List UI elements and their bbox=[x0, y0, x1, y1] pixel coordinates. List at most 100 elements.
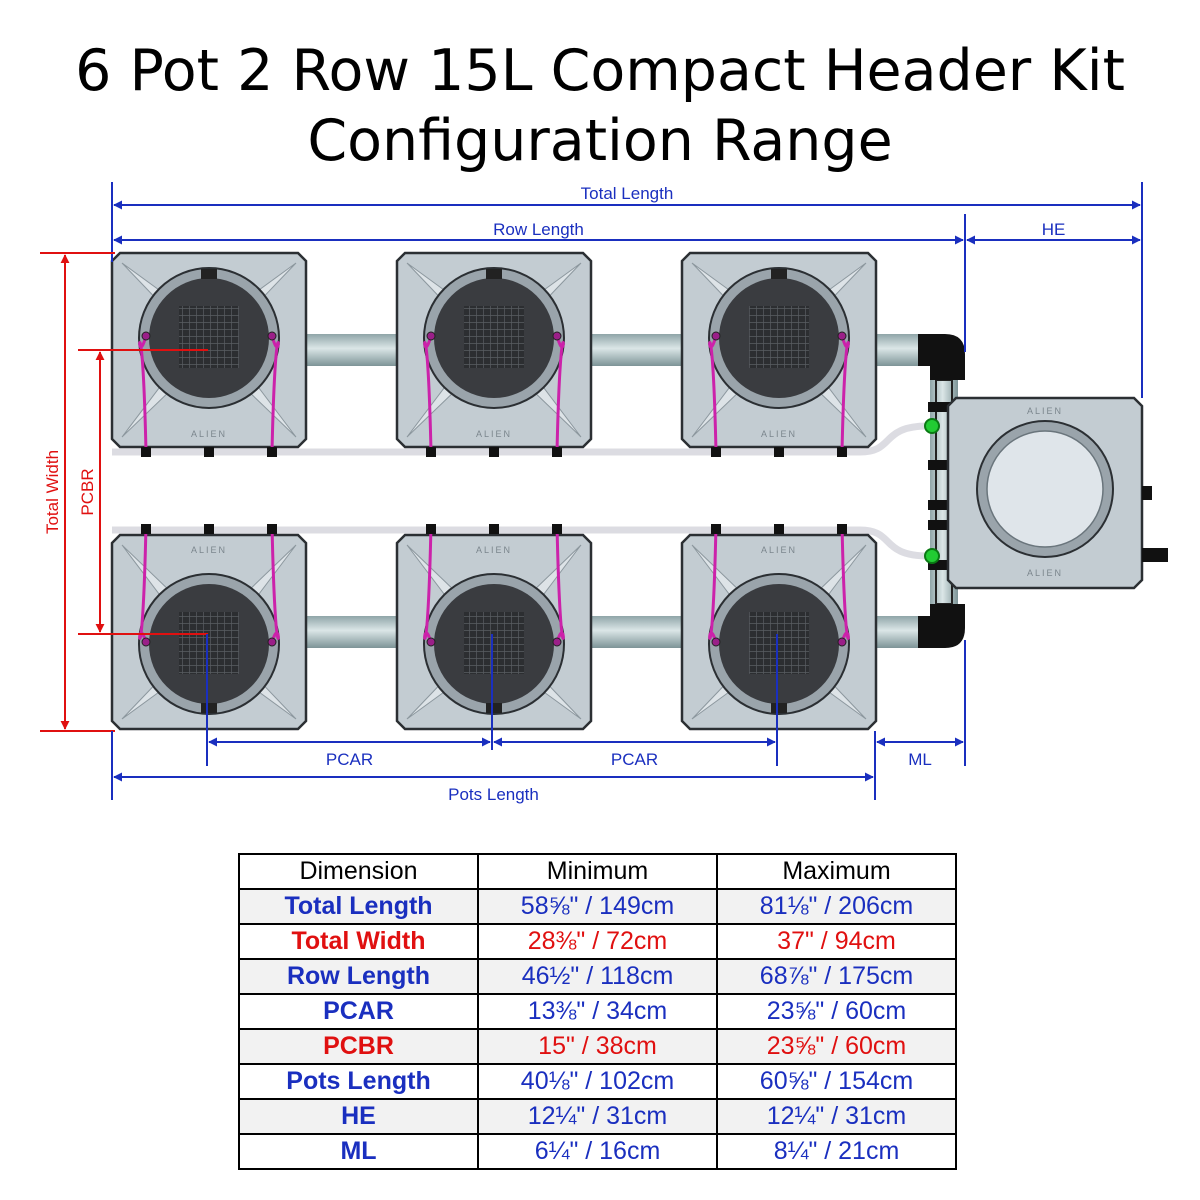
table-header-row: Dimension Minimum Maximum bbox=[238, 853, 957, 890]
pot-lug bbox=[486, 703, 502, 713]
tube-port bbox=[552, 637, 562, 647]
cell-maximum: 8¼" / 21cm bbox=[716, 1133, 957, 1170]
pot-mesh bbox=[179, 612, 239, 674]
cell-dimension: ML bbox=[238, 1133, 479, 1170]
tube-port bbox=[141, 637, 151, 647]
manifold-fitting bbox=[928, 560, 960, 570]
hose-connector bbox=[552, 524, 562, 534]
cell-maximum: 68⅞" / 175cm bbox=[716, 958, 957, 995]
reservoir-outlet bbox=[1142, 486, 1152, 500]
pot-mesh bbox=[179, 306, 239, 368]
cell-dimension: Total Width bbox=[238, 923, 479, 960]
manifold-fitting bbox=[928, 402, 960, 412]
tube-port bbox=[426, 637, 436, 647]
drip-tube bbox=[840, 524, 850, 643]
tube-port bbox=[141, 331, 151, 341]
drip-tube bbox=[423, 335, 433, 453]
header-dimension: Dimension bbox=[238, 853, 479, 890]
tube-port bbox=[711, 331, 721, 341]
cell-minimum: 13⅜" / 34cm bbox=[477, 993, 718, 1030]
pot-mesh bbox=[464, 306, 524, 368]
cell-maximum: 23⅝" / 60cm bbox=[716, 1028, 957, 1065]
manifold-fitting bbox=[928, 520, 960, 530]
pot-lug bbox=[201, 269, 217, 279]
cell-maximum: 81⅛" / 206cm bbox=[716, 888, 957, 925]
pot-1: ALIEN bbox=[110, 251, 308, 457]
dimension-label: PCAR bbox=[326, 750, 373, 769]
pot-brand: ALIEN bbox=[476, 429, 512, 439]
drip-tube bbox=[555, 524, 565, 643]
drip-tube bbox=[708, 335, 718, 453]
hose-connector bbox=[837, 524, 847, 534]
tube-port bbox=[267, 331, 277, 341]
hose-connector bbox=[141, 524, 151, 534]
dimension-label: Row Length bbox=[493, 220, 584, 239]
cell-maximum: 60⅝" / 154cm bbox=[716, 1063, 957, 1100]
pot-lug bbox=[771, 269, 787, 279]
hose-connector bbox=[426, 447, 436, 457]
tube-port bbox=[552, 331, 562, 341]
manifold-fitting bbox=[928, 460, 960, 470]
cell-maximum: 12¼" / 31cm bbox=[716, 1098, 957, 1135]
cell-maximum: 37" / 94cm bbox=[716, 923, 957, 960]
title-line-2: Configuration Range bbox=[307, 108, 893, 174]
header-maximum: Maximum bbox=[716, 853, 957, 890]
hose-connector bbox=[552, 447, 562, 457]
tube-port bbox=[837, 331, 847, 341]
drip-tube bbox=[138, 335, 148, 453]
reservoir-outlet bbox=[1142, 548, 1168, 562]
elbow-bottom bbox=[918, 604, 965, 648]
tube-port bbox=[267, 637, 277, 647]
pot-lug bbox=[486, 269, 502, 279]
hose-connector bbox=[267, 524, 277, 534]
drip-tube bbox=[840, 335, 850, 453]
cell-minimum: 58⅝" / 149cm bbox=[477, 888, 718, 925]
dimension-label: PCAR bbox=[611, 750, 658, 769]
drip-tube bbox=[555, 335, 565, 453]
cell-minimum: 15" / 38cm bbox=[477, 1028, 718, 1065]
title-line-1: 6 Pot 2 Row 15L Compact Header Kit bbox=[75, 38, 1125, 104]
hose-connector bbox=[426, 524, 436, 534]
elbow-top bbox=[918, 334, 965, 380]
hose-connector bbox=[837, 447, 847, 457]
tube-port bbox=[426, 331, 436, 341]
hose-connector bbox=[204, 524, 214, 534]
pot-5: ALIEN bbox=[395, 524, 593, 731]
reservoir-brand: ALIEN bbox=[1027, 568, 1063, 578]
hose-connector bbox=[711, 447, 721, 457]
hose-connector bbox=[711, 524, 721, 534]
page-title: 6 Pot 2 Row 15L Compact Header Kit Confi… bbox=[0, 36, 1200, 176]
pot-lug bbox=[771, 703, 787, 713]
drip-tube bbox=[423, 524, 433, 643]
cell-dimension: PCAR bbox=[238, 993, 479, 1030]
valve-icon bbox=[924, 548, 940, 564]
reservoir-brand: ALIEN bbox=[1027, 406, 1063, 416]
reservoir-lid bbox=[986, 430, 1104, 548]
tube-port bbox=[711, 637, 721, 647]
reservoir: ALIEN ALIEN bbox=[946, 396, 1168, 590]
dimension-label: HE bbox=[1042, 220, 1066, 239]
drip-tube bbox=[708, 524, 718, 643]
pot-brand: ALIEN bbox=[761, 545, 797, 555]
drip-tube bbox=[270, 524, 280, 643]
dimension-label: Total Width bbox=[43, 450, 62, 534]
hose-connector bbox=[774, 524, 784, 534]
drip-tube bbox=[270, 335, 280, 453]
pot-brand: ALIEN bbox=[476, 545, 512, 555]
cell-dimension: Total Length bbox=[238, 888, 479, 925]
cell-minimum: 46½" / 118cm bbox=[477, 958, 718, 995]
hose-connector bbox=[204, 447, 214, 457]
dimension-label: Pots Length bbox=[448, 785, 539, 804]
pot-lug bbox=[201, 703, 217, 713]
cell-maximum: 23⅝" / 60cm bbox=[716, 993, 957, 1030]
pot-brand: ALIEN bbox=[761, 429, 797, 439]
pot-mesh bbox=[749, 306, 809, 368]
cell-dimension: HE bbox=[238, 1098, 479, 1135]
